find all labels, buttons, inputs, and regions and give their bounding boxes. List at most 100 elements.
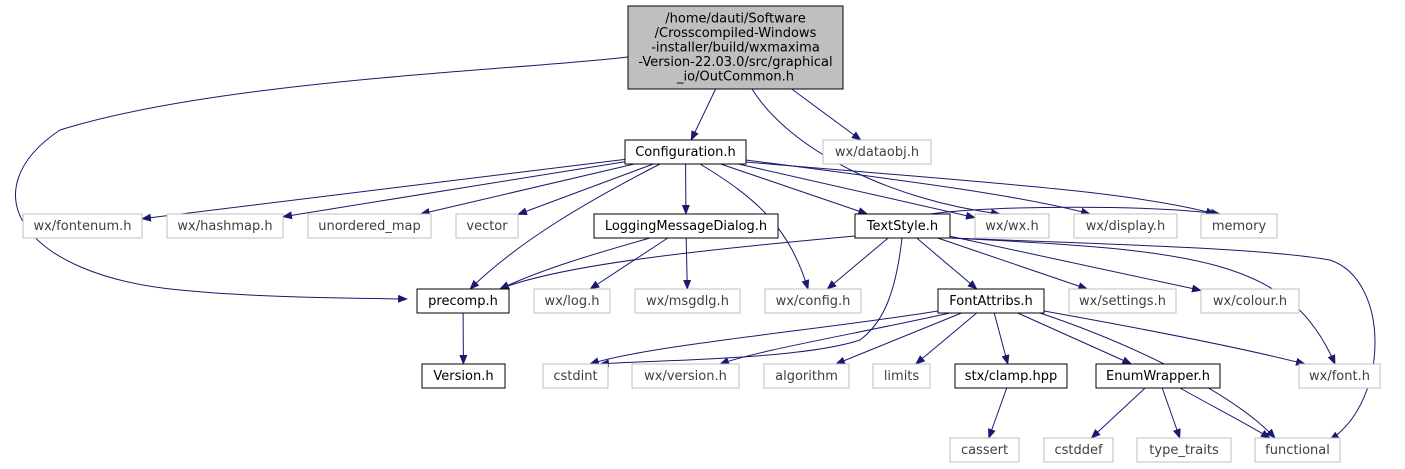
node-wxwx: wx/wx.h (974, 213, 1050, 239)
edge-fontattribs-to-wxfont (1043, 310, 1306, 366)
node-algorithm: algorithm (763, 363, 850, 389)
edge-fontattribs-to-wxversion (719, 312, 951, 365)
node-label: FontAttribs.h (949, 294, 1033, 309)
node-label: EnumWrapper.h (1106, 369, 1210, 384)
node-logging[interactable]: LoggingMessageDialog.h (593, 213, 779, 239)
node-label: limits (884, 369, 920, 384)
edge-textstyle-to-memory (929, 206, 1221, 217)
node-label: Configuration.h (635, 145, 736, 160)
node-hashmap: wx/hashmap.h (166, 213, 284, 239)
node-label: Version.h (433, 369, 493, 384)
node-label: wx/fontenum.h (33, 219, 131, 234)
node-box (1298, 363, 1381, 389)
node-type_traits: type_traits (1136, 437, 1232, 463)
node-version[interactable]: Version.h (421, 363, 506, 389)
node-cstdint: cstdint (542, 363, 609, 389)
node-box (822, 139, 932, 165)
edge-configuration-to-display (745, 159, 1091, 216)
edges-layer (15, 56, 1376, 441)
node-label: cstddef (1054, 443, 1103, 458)
node-label: precomp.h (428, 294, 498, 309)
edge-configuration-to-fontenum (141, 158, 626, 222)
edge-fontattribs-to-algorithm (835, 312, 962, 365)
node-label: _io/OutCommon.h (676, 69, 794, 84)
edge-fontattribs-to-cstdint (589, 310, 939, 366)
node-wxlog: wx/log.h (533, 288, 611, 314)
edge-outcommon-to-precomp (15, 56, 629, 303)
node-box (542, 363, 609, 389)
node-label: vector (466, 219, 508, 234)
edge-configuration-to-textstyle (720, 163, 869, 215)
edge-textstyle-to-fontattribs (916, 237, 978, 290)
edge-outcommon-to-configuration (690, 88, 717, 141)
node-box (416, 288, 510, 314)
node-settings: wx/settings.h (1068, 288, 1177, 314)
edge-logging-to-precomp (499, 237, 651, 290)
node-box (624, 139, 747, 165)
edge-logging-to-wxlog (589, 237, 669, 290)
node-configuration[interactable]: Configuration.h (624, 139, 747, 165)
node-config: wx/config.h (764, 288, 862, 314)
node-box (1200, 288, 1300, 314)
node-label: wx/font.h (1309, 369, 1370, 384)
node-box (1136, 437, 1232, 463)
edge-configuration-to-memory (745, 161, 1216, 216)
node-clamp[interactable]: stx/clamp.hpp (954, 363, 1068, 389)
node-box (974, 213, 1050, 239)
edge-fontattribs-to-enumwrapper (1017, 312, 1133, 365)
node-label: TextStyle.h (866, 219, 938, 234)
node-label: /home/dauti/Software (665, 11, 805, 26)
edge-logging-to-msgdlg (683, 237, 692, 290)
node-box (627, 5, 844, 90)
node-fontattribs[interactable]: FontAttribs.h (937, 288, 1045, 314)
node-label: wx/colour.h (1213, 294, 1287, 309)
node-box (533, 288, 611, 314)
node-box (949, 437, 1020, 463)
node-memory: memory (1200, 213, 1278, 239)
edge-textstyle-to-colour (949, 235, 1202, 293)
node-display: wx/display.h (1073, 213, 1178, 239)
node-unordered_map: unordered_map (307, 213, 432, 239)
node-label: functional (1265, 443, 1330, 458)
node-box (634, 288, 741, 314)
node-box (937, 288, 1045, 314)
edge-textstyle-to-precomp (499, 235, 856, 290)
node-label: wx/display.h (1086, 219, 1165, 234)
node-msgdlg: wx/msgdlg.h (634, 288, 741, 314)
edge-textstyle-to-settings (937, 237, 1089, 290)
edge-enumwrapper-to-type_traits (1161, 387, 1181, 439)
node-functional: functional (1254, 437, 1341, 463)
edge-enumwrapper-to-cstddef (1090, 387, 1146, 439)
node-box (631, 363, 740, 389)
edge-configuration-to-unordered_map (419, 163, 635, 216)
node-enumwrapper[interactable]: EnumWrapper.h (1095, 363, 1221, 389)
edge-textstyle-to-wxfont (949, 237, 1336, 365)
node-textstyle[interactable]: TextStyle.h (854, 213, 951, 239)
node-outcommon[interactable]: /home/dauti/Software/Crosscompiled-Windo… (627, 5, 844, 90)
node-label: -Version-22.03.0/src/graphical (638, 55, 832, 70)
edge-textstyle-to-functional (949, 237, 1376, 441)
node-vector: vector (455, 213, 519, 239)
node-box (1043, 437, 1114, 463)
node-box (954, 363, 1068, 389)
node-box (1068, 288, 1177, 314)
node-limits: limits (872, 363, 931, 389)
node-precomp[interactable]: precomp.h (416, 288, 510, 314)
node-box (1254, 437, 1341, 463)
edge-outcommon-to-wxwx (751, 88, 1001, 217)
edge-configuration-to-hashmap (282, 161, 626, 220)
node-label: wx/settings.h (1079, 294, 1166, 309)
node-box (421, 363, 506, 389)
node-label: memory (1212, 219, 1267, 234)
node-label: wx/wx.h (985, 219, 1038, 234)
node-label: wx/version.h (644, 369, 727, 384)
node-label: unordered_map (318, 219, 421, 234)
node-label: wx/hashmap.h (177, 219, 272, 234)
edge-configuration-to-wxwx (738, 163, 976, 220)
node-label: wx/config.h (776, 294, 851, 309)
node-box (22, 213, 143, 239)
node-wxversion: wx/version.h (631, 363, 740, 389)
node-box (854, 213, 951, 239)
node-label: LoggingMessageDialog.h (605, 219, 767, 234)
edge-clamp-to-cassert (988, 387, 1008, 439)
